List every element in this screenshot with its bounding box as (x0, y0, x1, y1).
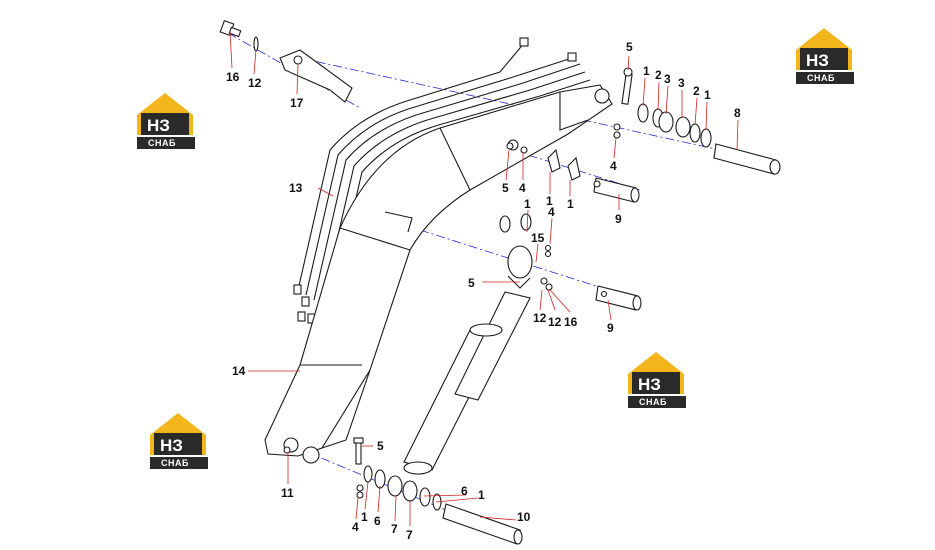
pin-9-lower (499, 213, 642, 311)
callout-16: 16 (226, 70, 240, 84)
callout-4: 4 (519, 181, 526, 195)
callout-3: 3 (664, 72, 671, 86)
callout-2: 2 (693, 84, 700, 98)
pin-10-assembly (283, 437, 523, 545)
callout-1: 1 (567, 197, 574, 211)
callout-5: 5 (377, 439, 384, 453)
callout-6: 6 (374, 514, 381, 528)
callout-11: 11 (281, 486, 294, 500)
callout-1: 1 (546, 194, 553, 208)
callout-3: 3 (678, 76, 685, 90)
boom-cylinder (403, 245, 533, 475)
callout-1: 1 (524, 197, 531, 211)
callout-13: 13 (289, 181, 303, 195)
callout-5: 5 (626, 40, 633, 54)
callout-12: 12 (548, 315, 562, 329)
callout-6: 6 (461, 484, 468, 498)
callout-8: 8 (734, 106, 741, 120)
callout-9: 9 (615, 212, 622, 226)
callout-4: 4 (352, 520, 359, 534)
logo-subtitle: СНАБ (148, 138, 176, 148)
leader-lines (229, 31, 739, 526)
callout-16: 16 (564, 315, 578, 329)
callout-9: 9 (607, 321, 614, 335)
callout-5: 5 (468, 276, 475, 290)
pin-9-upper (506, 142, 640, 203)
callout-4: 4 (610, 159, 617, 173)
callout-7: 7 (406, 528, 413, 542)
callout-4: 4 (548, 205, 555, 219)
callout-17: 17 (290, 96, 304, 110)
logo-watermark-3: НЗ СНАБ (628, 352, 686, 408)
callout-labels: 16 12 17 5 1 2 3 3 2 1 8 4 13 5 4 1 1 9 … (226, 40, 741, 542)
washer-12-top (253, 36, 259, 52)
callout-5: 5 (502, 181, 509, 195)
pin-8-assembly (613, 67, 781, 175)
callout-14: 14 (232, 364, 246, 378)
callout-12: 12 (533, 311, 547, 325)
logo-mark: НЗ (147, 116, 170, 135)
logo-subtitle: СНАБ (639, 397, 667, 407)
cover-plate-17 (279, 49, 353, 103)
logo-subtitle: СНАБ (807, 73, 835, 83)
callout-7: 7 (391, 522, 398, 536)
logo-watermark-2: НЗ СНАБ (796, 28, 854, 84)
logo-mark: НЗ (638, 375, 661, 394)
bolt-16-top (219, 19, 242, 38)
callout-2: 2 (655, 68, 662, 82)
logo-watermark-1: НЗ СНАБ (137, 93, 195, 149)
callout-12: 12 (248, 76, 262, 90)
logo-mark: НЗ (160, 436, 183, 455)
hydraulic-pipes (293, 37, 591, 324)
logo-mark: НЗ (806, 51, 829, 70)
callout-10: 10 (517, 510, 531, 524)
callout-1: 1 (478, 488, 485, 502)
logo-watermark-4: НЗ СНАБ (150, 413, 208, 469)
logo-subtitle: СНАБ (161, 458, 189, 468)
callout-1: 1 (361, 510, 368, 524)
callout-15: 15 (531, 231, 545, 245)
callout-1: 1 (643, 64, 650, 78)
callout-1: 1 (704, 88, 711, 102)
